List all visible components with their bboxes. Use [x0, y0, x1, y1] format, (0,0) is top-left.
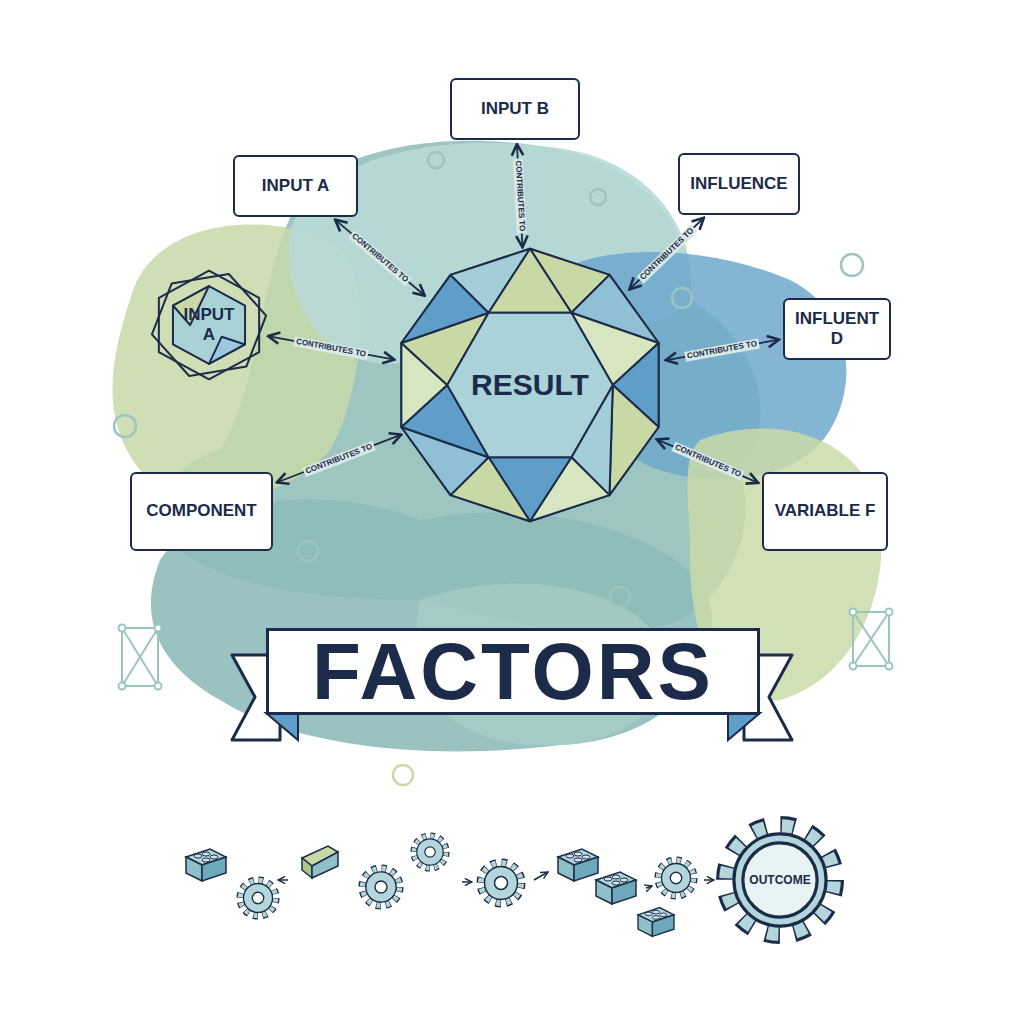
node-label: VARIABLE F: [775, 501, 876, 521]
factor-box: INPUT A: [233, 155, 358, 217]
outcome-gear: OUTCOME: [716, 816, 844, 944]
network-icon: [850, 609, 893, 670]
factor-box: INFLUENCE: [678, 153, 800, 215]
node-label: INPUT A: [262, 176, 329, 196]
hexagon-node: INPUT A: [146, 266, 272, 384]
connector-arrow: [657, 439, 759, 483]
node-label: OUTCOME: [749, 873, 810, 887]
factor-box: INPUT B: [450, 78, 580, 140]
connector-arrow: [629, 218, 704, 290]
node-label: INFLUENCE: [690, 174, 787, 194]
factor-box: COMPONENT: [130, 472, 273, 551]
title: FACTORS: [312, 626, 714, 718]
factor-box: INFLUENT D: [783, 298, 891, 360]
node-label: INPUT A: [178, 305, 240, 346]
node-label: COMPONENT: [146, 501, 257, 521]
gear-chain: [186, 836, 714, 936]
node-label: INFLUENT D: [795, 309, 879, 350]
title-banner: FACTORS: [266, 628, 760, 715]
decor-circles: [114, 152, 863, 785]
connector-arrow: [268, 336, 394, 360]
network-icon: [119, 625, 162, 690]
connector-arrow: [335, 220, 425, 296]
node-label: INPUT B: [481, 99, 549, 119]
node-label: RESULT: [471, 367, 589, 403]
factor-box: VARIABLE F: [762, 472, 888, 551]
connector-arrow: [277, 435, 402, 483]
result-gem: RESULT: [392, 246, 668, 524]
